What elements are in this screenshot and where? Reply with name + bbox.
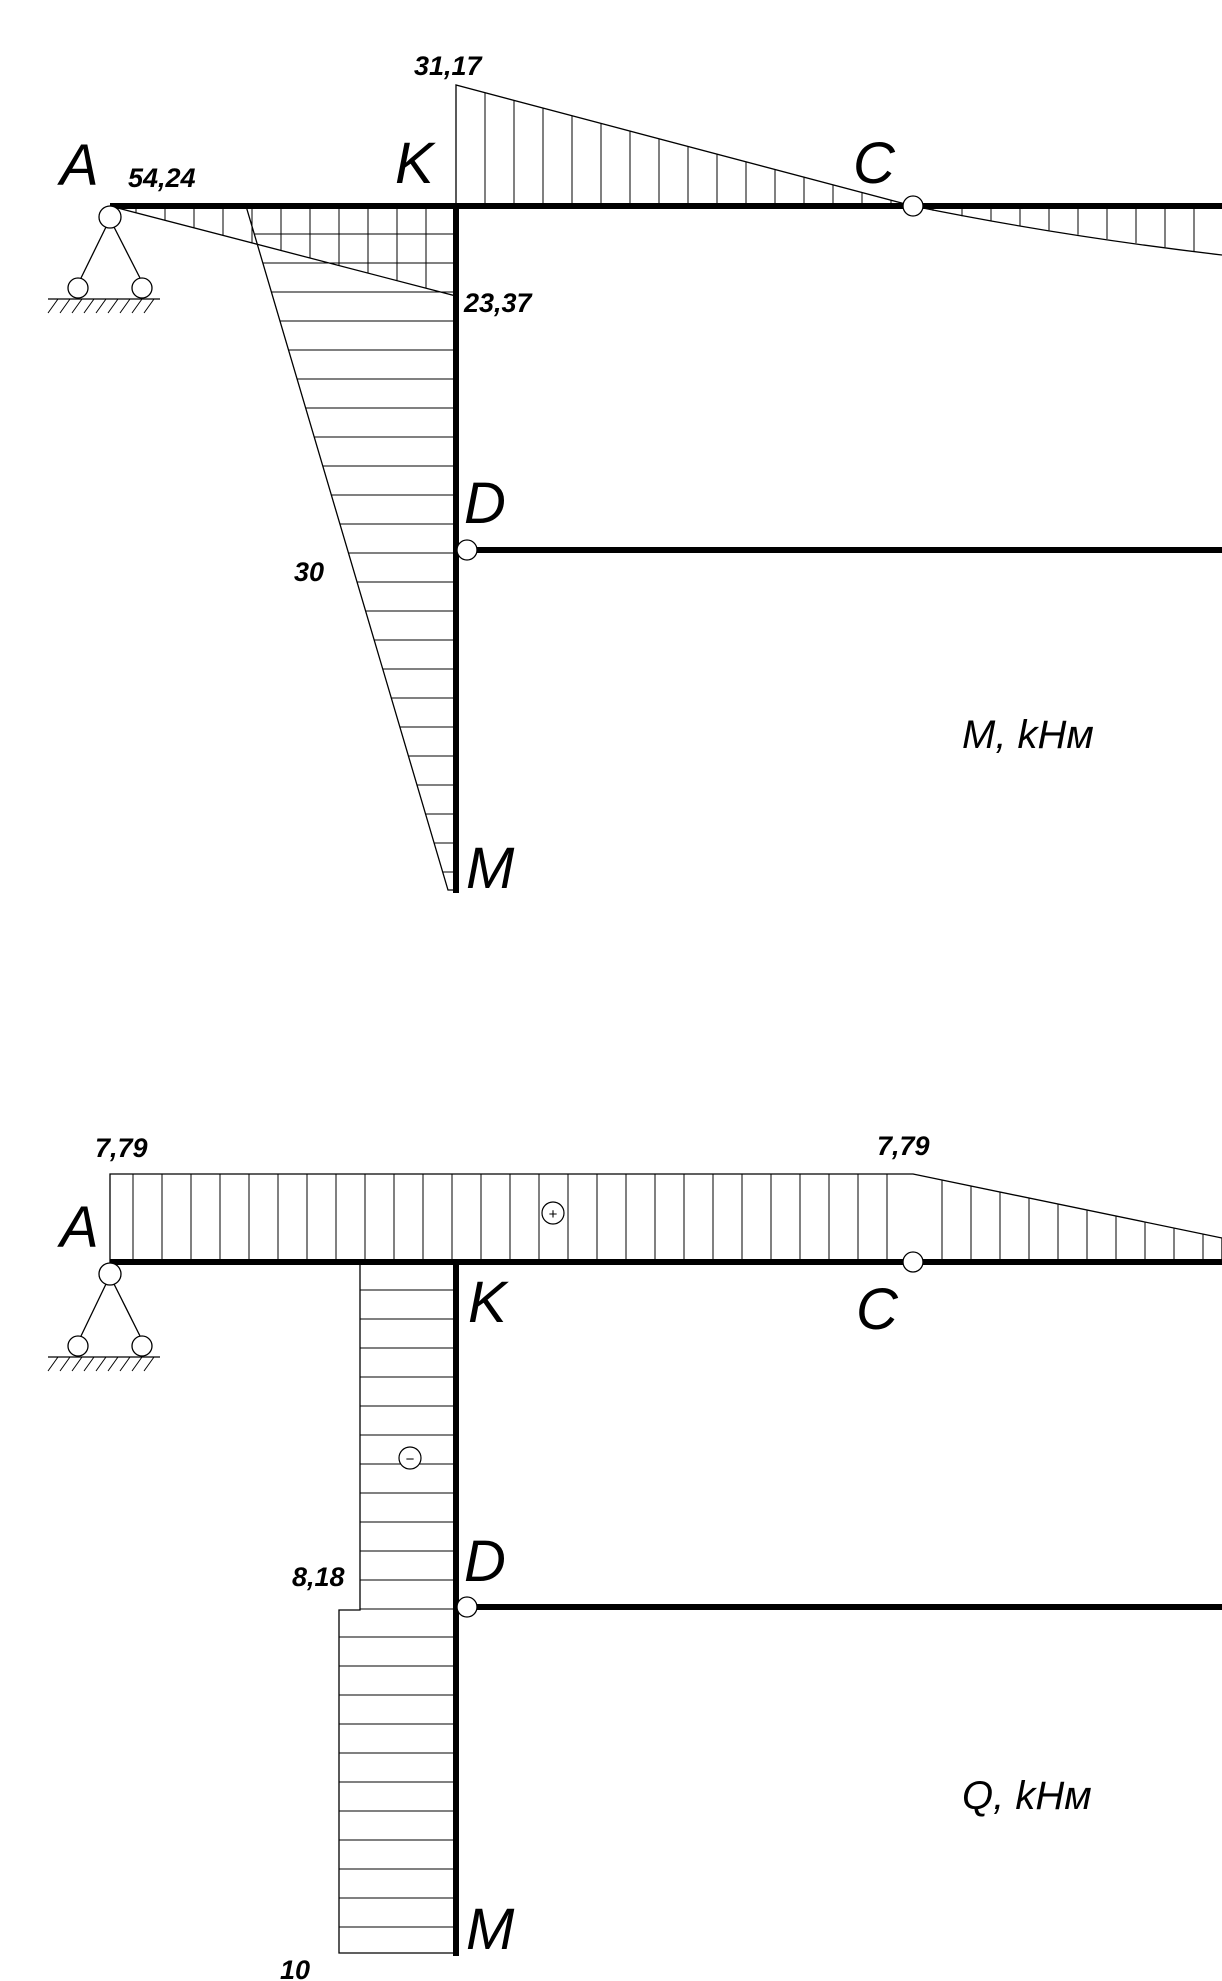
- minus-sign-icon: −: [398, 1446, 422, 1470]
- value-label-m-bottom: 10: [280, 1955, 310, 1981]
- node-label-d: D: [464, 471, 506, 536]
- value-label-k-bottom: 23,37: [463, 288, 534, 318]
- node-label-m: M: [466, 1897, 515, 1962]
- shear-hatching: [132, 1174, 1204, 1928]
- moment-area-c-right: [912, 205, 1222, 256]
- value-label-a-top: 7,79: [95, 1133, 148, 1163]
- hinge-c: [902, 195, 924, 217]
- plus-sign-icon: +: [541, 1201, 565, 1225]
- moment-area-a-k: [109, 205, 457, 297]
- moment-area-k-c: [455, 84, 914, 207]
- value-label-d-left: 8,18: [292, 1562, 345, 1592]
- pin-support-a: [47, 1262, 160, 1372]
- node-label-m: M: [466, 836, 515, 901]
- value-label-k-top: 31,17: [414, 51, 484, 81]
- moment-area-column: [245, 205, 457, 891]
- node-label-c: C: [853, 131, 896, 196]
- diagram-title-shear: Q, kНм: [962, 1774, 1092, 1818]
- value-label-c-top: 7,79: [877, 1131, 930, 1161]
- shear-diagram: + − A K C D M 7,79 7,79 8,18 10 Q, kНм: [47, 1131, 1222, 1981]
- hinge-c: [902, 1251, 924, 1273]
- node-label-k: K: [395, 131, 436, 196]
- pin-support-a: [47, 205, 160, 314]
- hinge-d: [456, 539, 478, 561]
- value-label-a-span: 54,24: [128, 163, 196, 193]
- shear-area-beam: [109, 1173, 1222, 1263]
- svg-text:+: +: [549, 1206, 558, 1223]
- moment-diagram: A K C D M 31,17 54,24 23,37 30 M, kНм: [47, 51, 1222, 901]
- value-label-column: 30: [294, 557, 324, 587]
- node-label-c: C: [856, 1277, 899, 1342]
- node-label-k: K: [468, 1270, 509, 1335]
- svg-text:−: −: [406, 1451, 415, 1468]
- diagram-title-moment: M, kНм: [962, 713, 1094, 757]
- shear-area-column: [338, 1261, 457, 1954]
- node-label-d: D: [464, 1529, 506, 1594]
- hinge-d: [456, 1596, 478, 1618]
- node-label-a: A: [57, 1195, 99, 1260]
- node-label-a: A: [57, 133, 99, 198]
